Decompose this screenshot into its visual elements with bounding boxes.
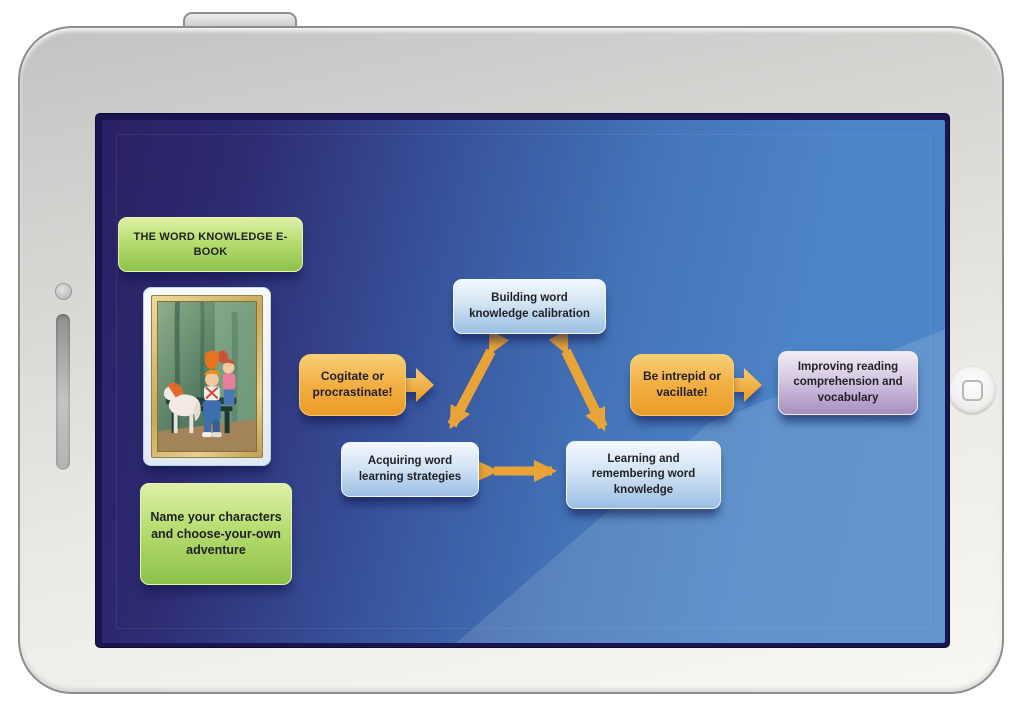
node-improving[interactable]: Improving reading comprehension and voca… (778, 351, 918, 415)
home-square-icon (962, 380, 983, 401)
screen-bezel: THE WORD KNOWLEDGE E-BOOK (95, 113, 950, 648)
gold-picture-frame (151, 295, 263, 458)
intrepid-right-arrow-icon (732, 366, 762, 404)
front-camera-icon (55, 283, 72, 300)
node-learning[interactable]: Learning and remembering word knowledge (566, 441, 721, 509)
children-and-pony-illustration (157, 301, 257, 452)
node-acquiring[interactable]: Acquiring word learning strategies (341, 442, 479, 497)
cogitate-right-arrow-icon (404, 366, 434, 404)
arrow-building-learning (548, 330, 608, 432)
speaker-grille-icon (56, 314, 70, 470)
tablet-body: THE WORD KNOWLEDGE E-BOOK (18, 26, 1004, 694)
connector-arrows (447, 329, 608, 482)
character-illustration[interactable] (143, 287, 271, 466)
home-button[interactable] (949, 367, 995, 413)
node-intrepid[interactable]: Be intrepid or vacillate! (630, 354, 734, 416)
screen: THE WORD KNOWLEDGE E-BOOK (102, 120, 945, 643)
name-characters-box[interactable]: Name your characters and choose-your-own… (140, 483, 292, 585)
node-building[interactable]: Building word knowledge calibration (453, 279, 606, 334)
node-cogitate[interactable]: Cogitate or procrastinate! (299, 354, 406, 416)
arrow-building-acquiring (447, 329, 510, 430)
title-box[interactable]: THE WORD KNOWLEDGE E-BOOK (118, 217, 303, 272)
